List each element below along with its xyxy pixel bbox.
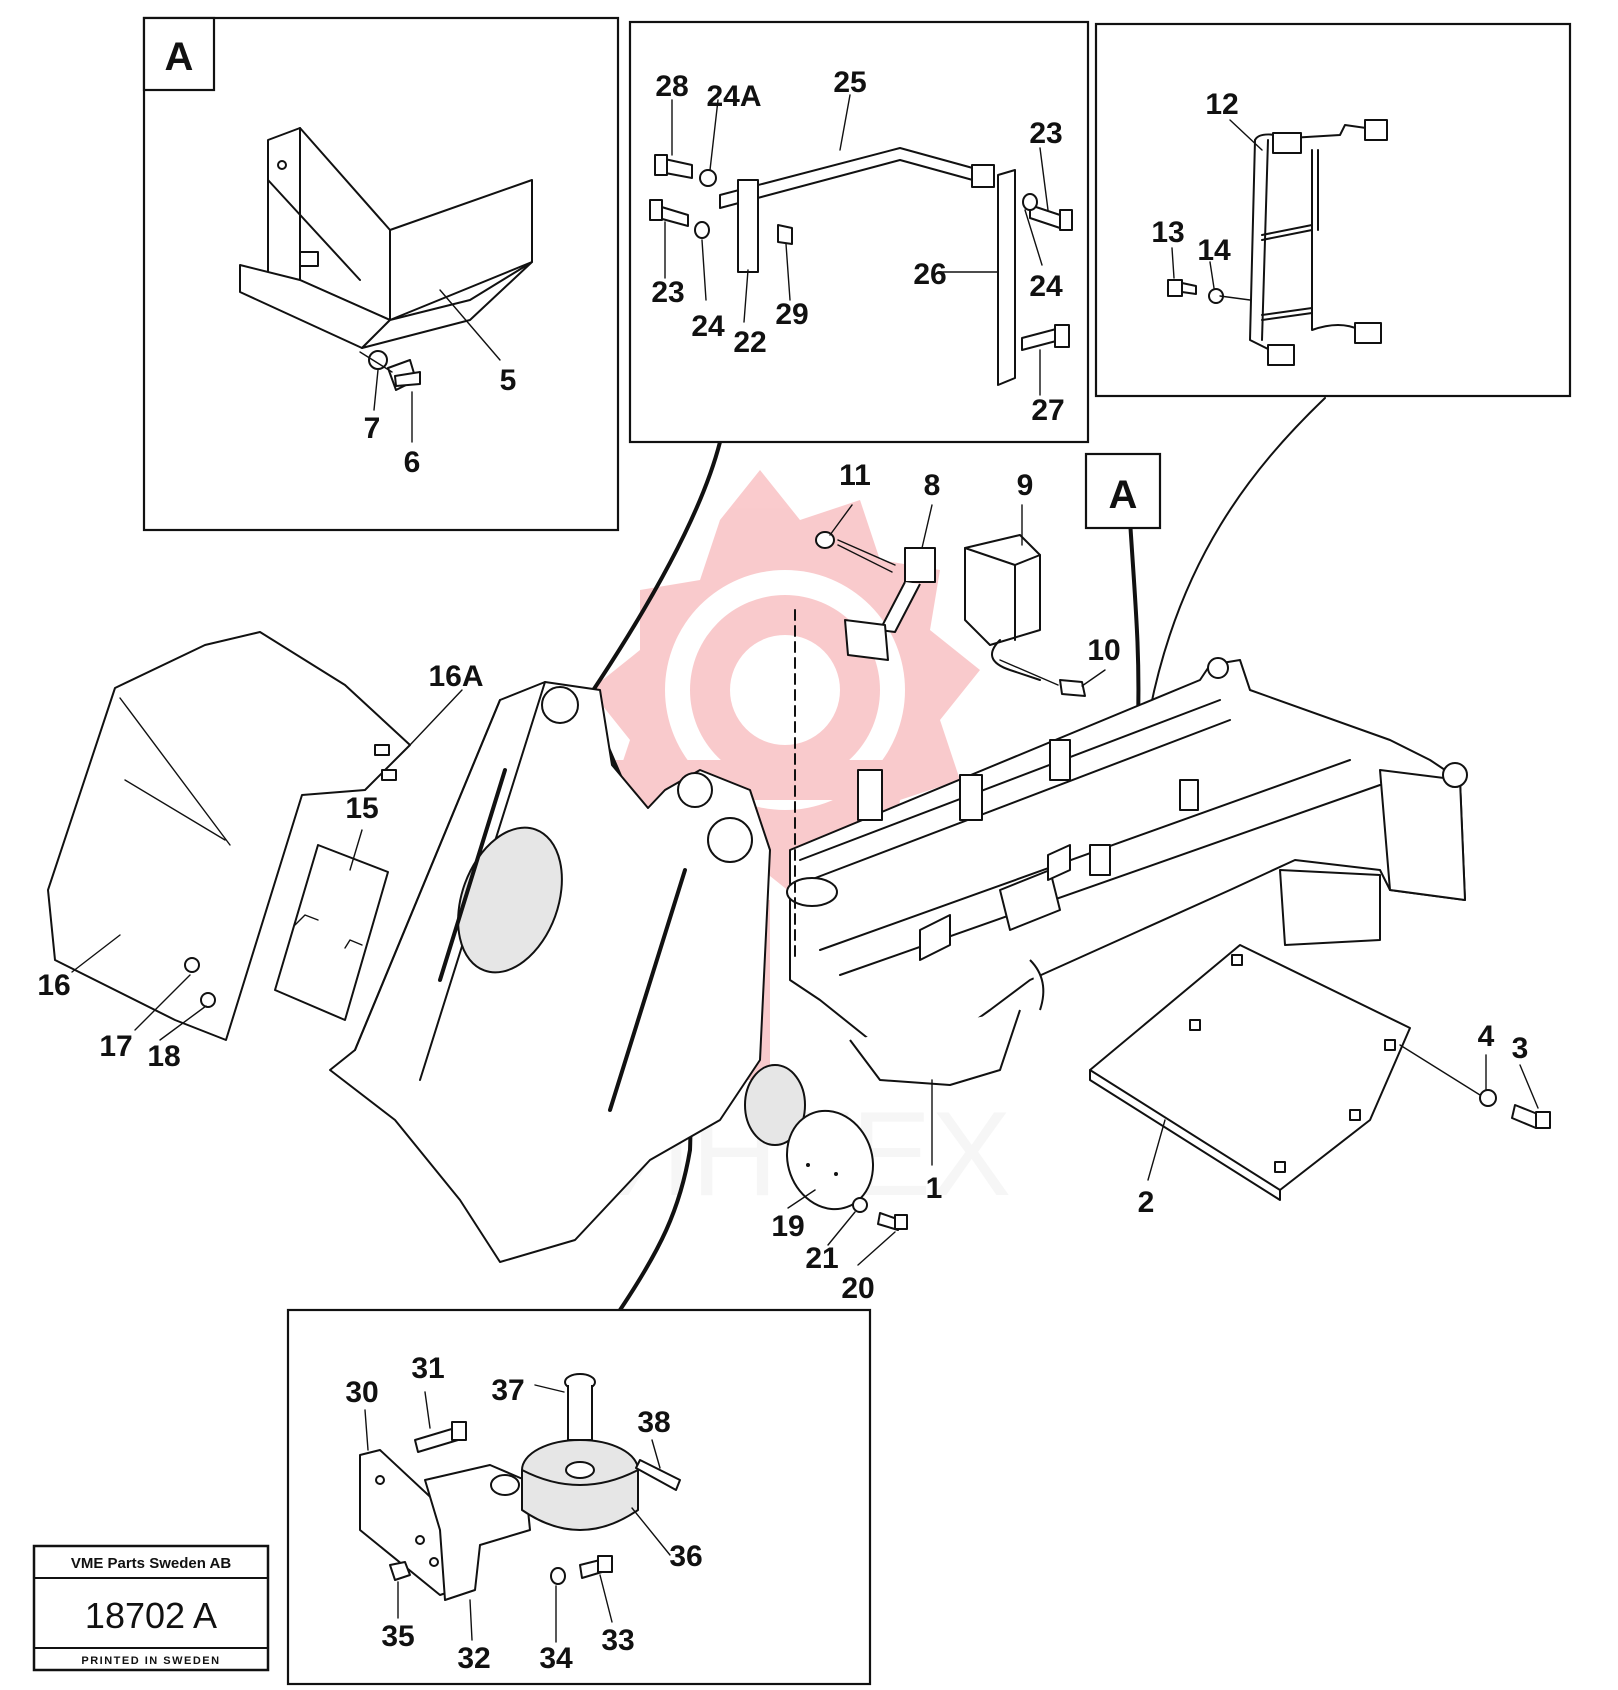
callout-28: 28	[655, 70, 688, 103]
part-29-nut	[777, 224, 793, 245]
part-2-skid-plate	[1089, 944, 1411, 1201]
callout-25: 25	[833, 66, 866, 99]
callout-18: 18	[147, 1040, 180, 1073]
part-9-box	[964, 534, 1041, 646]
part-24-washer-right	[1022, 193, 1038, 211]
title-stamp: VME Parts Sweden AB 18702 A PRINTED IN S…	[32, 1544, 270, 1672]
part-33-bolt	[579, 1555, 613, 1579]
part-15-plate	[274, 844, 389, 1021]
part-4-washer	[1479, 1089, 1497, 1107]
part-36-rubber-mount	[521, 1439, 639, 1531]
part-37-pin	[564, 1373, 596, 1441]
callout-4: 4	[1478, 1020, 1495, 1053]
part-22-plate	[737, 179, 759, 273]
inset-view-a: A 5 7 6	[142, 16, 620, 532]
part-23-bolt-right	[1029, 204, 1073, 231]
callout-31: 31	[411, 1352, 444, 1385]
wire-harness	[991, 639, 1041, 681]
callout-14: 14	[1197, 234, 1231, 267]
part-35-nut	[389, 1561, 411, 1581]
part-38-cotter-pin	[635, 1459, 681, 1491]
view-a-marker-box	[1084, 452, 1162, 530]
part-31-bolt	[414, 1421, 467, 1453]
inset-brace-bracket: 28 24A 25 23 24 26 27 23 24 22 29	[628, 20, 1090, 444]
callout-38: 38	[637, 1406, 670, 1439]
callout-6: 6	[404, 446, 421, 479]
callout-37: 37	[491, 1374, 524, 1407]
part-5-bracket	[239, 127, 533, 349]
part-13-bolt	[1167, 279, 1197, 297]
callout-12: 12	[1205, 88, 1238, 121]
callout-8: 8	[924, 469, 941, 502]
callout-19: 19	[771, 1210, 804, 1243]
callout-16A: 16A	[428, 660, 483, 693]
inset-ladder: 12 13 14	[1094, 22, 1572, 398]
stamp-printed: PRINTED IN SWEDEN	[81, 1655, 220, 1667]
callout-23-left: 23	[651, 276, 684, 309]
callout-17: 17	[99, 1030, 132, 1063]
part-32-clevis	[424, 1464, 531, 1601]
part-23-bolt-left	[649, 199, 689, 227]
callout-22: 22	[733, 326, 766, 359]
callout-7: 7	[364, 412, 381, 445]
inset-pivot-mount: 30 31 37 38 36 35 32 34 33	[286, 1308, 872, 1686]
part-25-brace	[719, 147, 995, 273]
callout-27: 27	[1031, 394, 1064, 427]
part-1-main-frame	[786, 657, 1468, 1086]
callout-11: 11	[839, 459, 871, 492]
view-a-tag: A	[165, 35, 194, 79]
part-24a-washer	[699, 169, 717, 187]
callout-16: 16	[37, 969, 70, 1002]
part-3-bolt	[1511, 1104, 1551, 1129]
callout-15: 15	[345, 792, 378, 825]
callout-24A: 24A	[706, 80, 761, 113]
part-21-washer	[852, 1197, 868, 1213]
callout-30: 30	[345, 1376, 378, 1409]
callout-13: 13	[1151, 216, 1184, 249]
callout-26: 26	[913, 258, 946, 291]
callout-3: 3	[1512, 1032, 1529, 1065]
view-a-tag-box	[142, 16, 216, 92]
callout-32: 32	[457, 1642, 490, 1675]
callout-20: 20	[841, 1272, 874, 1305]
callout-24-left: 24	[691, 310, 725, 343]
stamp-company: VME Parts Sweden AB	[71, 1555, 231, 1572]
part-24-washer-left	[694, 221, 710, 239]
callout-35: 35	[381, 1620, 414, 1653]
part-6-bolt	[387, 359, 421, 391]
part-28-bolt	[654, 154, 693, 179]
part-16a-front-frame	[329, 681, 806, 1263]
part-11-screw	[815, 531, 896, 573]
part-7-washer	[368, 350, 388, 370]
main-assembly: A	[37, 452, 1551, 1305]
part-27-bolt	[1021, 324, 1070, 351]
callout-24-right: 24	[1029, 270, 1063, 303]
view-a-marker: A	[1109, 473, 1138, 517]
part-20-bolt	[877, 1212, 908, 1231]
callout-21: 21	[805, 1242, 838, 1275]
part-8-bracket	[844, 547, 936, 661]
part-10-screw	[999, 659, 1086, 697]
part-12-ladder	[1249, 119, 1388, 366]
callout-9: 9	[1017, 469, 1034, 502]
part-34-washer	[550, 1567, 566, 1585]
callout-23-right: 23	[1029, 117, 1062, 150]
callout-33: 33	[601, 1624, 634, 1657]
part-16-cover	[47, 631, 411, 1041]
callout-1: 1	[926, 1172, 943, 1205]
callout-5: 5	[500, 364, 517, 397]
part-19-round-cover	[785, 1109, 875, 1211]
callout-10: 10	[1087, 634, 1120, 667]
part-26-strap	[997, 169, 1016, 386]
stamp-number: 18702 A	[85, 1595, 217, 1636]
callout-34: 34	[539, 1642, 573, 1675]
callout-2: 2	[1138, 1186, 1155, 1219]
callout-29: 29	[775, 298, 808, 331]
callout-36: 36	[669, 1540, 702, 1573]
